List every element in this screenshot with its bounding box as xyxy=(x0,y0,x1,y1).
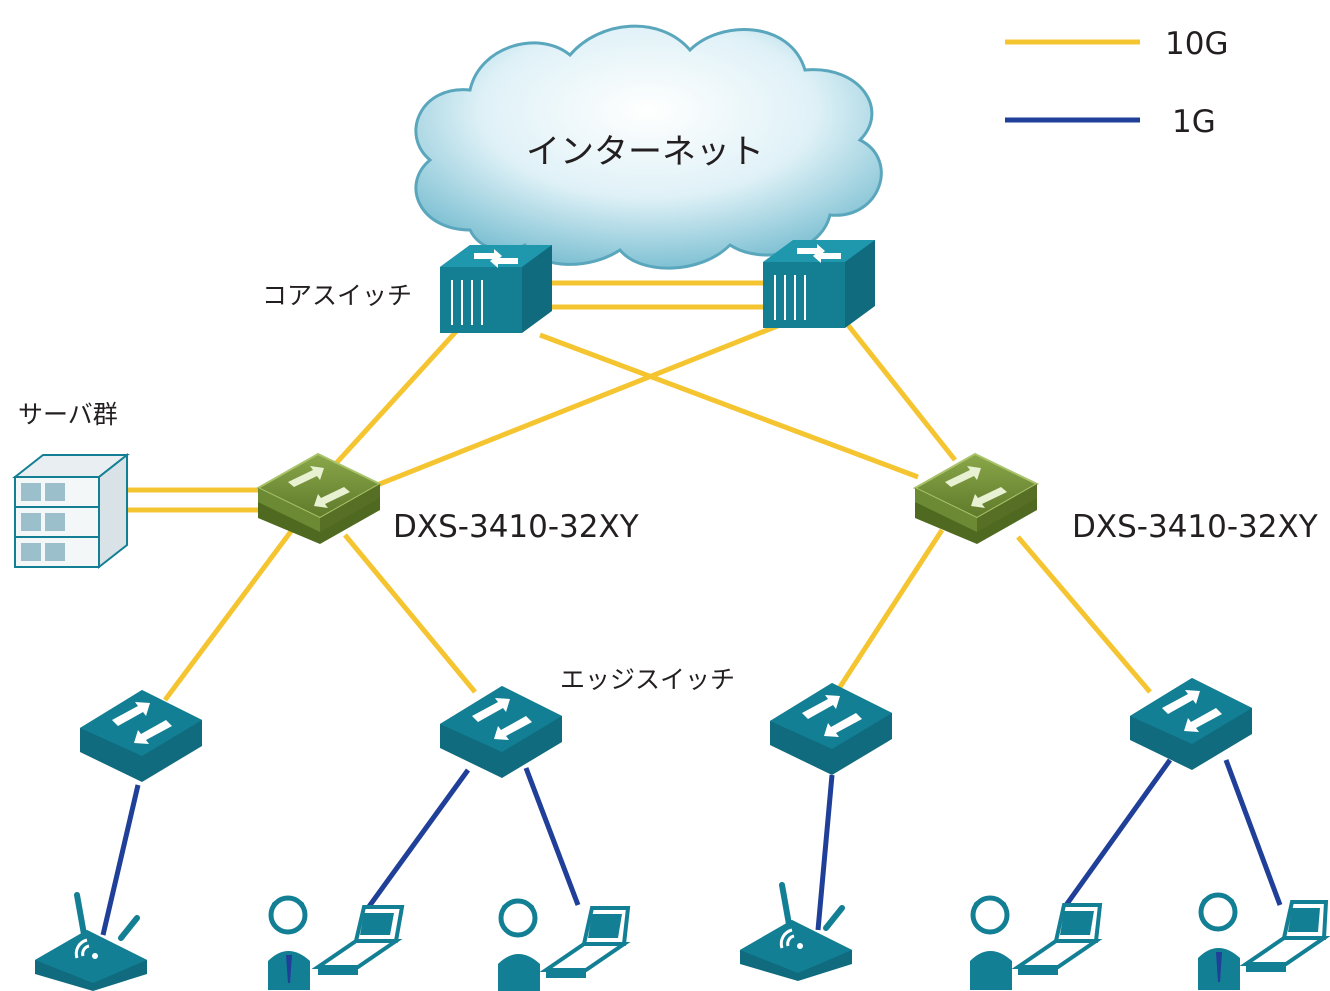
wireless-ap-icon xyxy=(35,892,147,991)
links-10g xyxy=(125,280,1152,702)
switch-arrows-icon xyxy=(802,695,862,737)
switch-arrows-icon xyxy=(112,702,172,744)
link-coreL-distR xyxy=(539,332,919,480)
legend: 10G 1G xyxy=(1005,26,1228,140)
switch-arrows-icon xyxy=(797,244,841,263)
dist-switch-right xyxy=(912,452,1040,544)
link-edge3-ap2 xyxy=(815,774,835,931)
link-edge2-pc2 xyxy=(523,767,581,906)
user-with-laptop-icon xyxy=(268,895,405,990)
link-coreR-distR xyxy=(838,313,957,462)
internet-cloud: インターネット xyxy=(414,24,883,270)
legend-label-1g: 1G xyxy=(1172,104,1216,140)
link-distR-edge3 xyxy=(835,528,945,692)
dist-switch-left-label: DXS-3410-32XY xyxy=(393,509,639,545)
link-edge2-pc1 xyxy=(362,768,471,914)
edge-switch-1 xyxy=(80,690,202,782)
link-edge4-pc4 xyxy=(1223,759,1283,906)
edge-switch-3 xyxy=(770,683,892,775)
core-switch-left xyxy=(440,245,552,333)
cloud-label: インターネット xyxy=(526,132,764,172)
edge-switch-2 xyxy=(440,686,562,778)
switch-arrows-icon xyxy=(945,466,1007,508)
core-switch-right xyxy=(763,240,875,328)
server-group-label: サーバ群 xyxy=(18,400,118,429)
link-distR-edge4 xyxy=(1016,535,1152,694)
link-edge1-ap1 xyxy=(100,784,141,936)
links-1g xyxy=(100,758,1283,936)
switch-arrows-icon xyxy=(474,249,518,268)
wireless-ap-icon xyxy=(740,882,852,981)
user-with-laptop-icon xyxy=(498,898,631,991)
switch-arrows-icon xyxy=(472,698,532,740)
dist-switch-right-label: DXS-3410-32XY xyxy=(1072,509,1318,545)
link-coreL-distL xyxy=(328,323,464,472)
edge-switch-label: エッジスイッチ xyxy=(560,665,735,694)
link-edge4-pc3 xyxy=(1061,758,1173,910)
link-distL-edge1 xyxy=(162,528,295,702)
core-switch-label: コアスイッチ xyxy=(262,281,412,310)
user-with-laptop-icon xyxy=(1198,892,1330,990)
switch-arrows-icon xyxy=(288,466,350,508)
legend-label-10g: 10G xyxy=(1165,26,1228,62)
link-distL-edge2 xyxy=(343,533,477,694)
user-with-laptop-icon xyxy=(970,895,1103,990)
edge-switch-4 xyxy=(1130,678,1252,770)
switch-arrows-icon xyxy=(1162,690,1222,732)
dist-switch-left xyxy=(255,452,383,544)
server-rack-icon xyxy=(12,452,130,570)
link-coreR-distL xyxy=(371,320,786,490)
